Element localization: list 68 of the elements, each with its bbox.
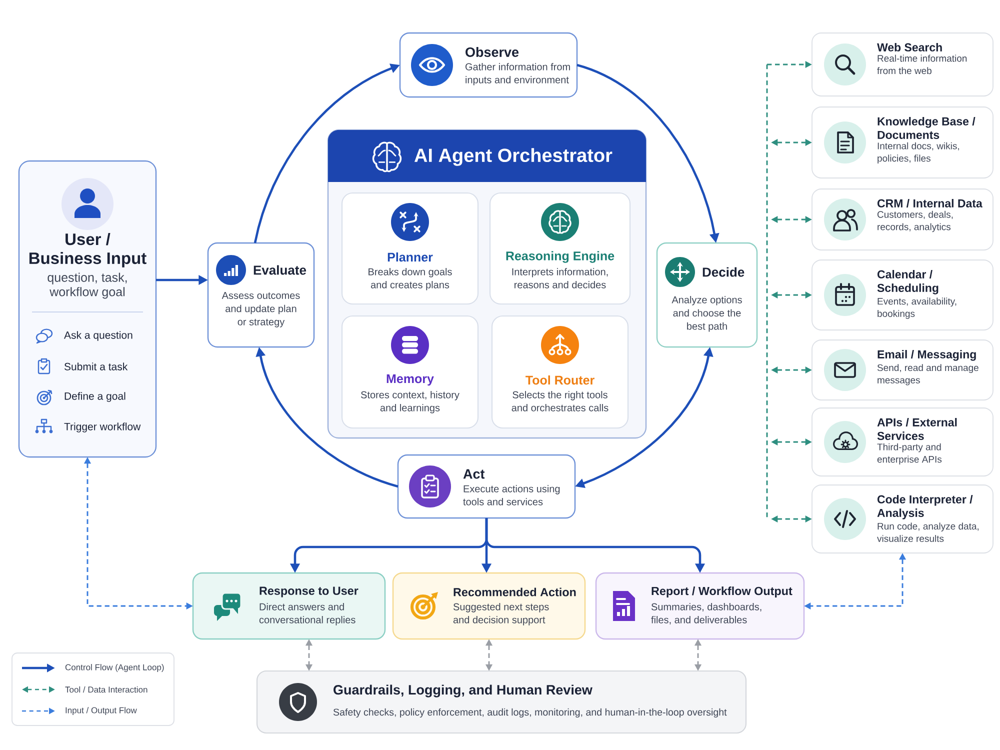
card-text: Stores context, history and learnings <box>361 391 460 414</box>
card-text: Summaries, dashboards, files, and deliverables <box>651 603 762 625</box>
card-title: Response to User <box>260 586 358 598</box>
module-card <box>489 192 631 305</box>
step-card <box>397 454 576 519</box>
input-panel <box>18 160 157 458</box>
card-title: Planner <box>388 252 433 262</box>
card-text: Assess outcomes and update plan or strategy <box>222 292 300 328</box>
panel-subtitle: question, task, workflow goal <box>48 272 127 299</box>
card-text: Run code, analyze data, visualize results <box>877 522 979 542</box>
output-card <box>595 572 805 640</box>
card-title: Calendar / Scheduling <box>877 270 938 294</box>
tool-card <box>812 32 994 96</box>
card-title: APIs / External Services <box>877 418 957 440</box>
step-card <box>656 242 758 348</box>
card-text: Selects the right tools and orchestrates calls <box>512 391 608 412</box>
list-item: Ask a question <box>64 331 132 341</box>
list-item: Trigger workflow <box>64 422 141 432</box>
card-title: Knowledge Base / Documents <box>878 116 976 139</box>
card-title: Reasoning Engine <box>506 251 614 263</box>
card-text: Customers, deals, records, analytics <box>878 210 953 232</box>
legend-label: Control Flow (Agent Loop) <box>65 664 164 672</box>
card-title: Email / Messaging <box>878 350 976 361</box>
review-panel <box>256 670 747 734</box>
output-card <box>392 572 586 640</box>
card-text: Safety checks, policy enforcement, audit logs, monitoring, and human-in-the-loop oversight <box>333 708 727 718</box>
card-title: CRM / Internal Data <box>878 198 982 208</box>
tool-card <box>812 484 994 554</box>
card-text: Suggested next steps and decision support <box>453 603 549 626</box>
step-card <box>207 242 315 348</box>
card-text: Real-time information from the web <box>877 54 967 74</box>
card-text: Analyze options and choose the best path <box>672 296 742 332</box>
panel-title: AI Agent Orchestrator <box>414 148 612 166</box>
tool-card <box>812 106 994 178</box>
card-title: Evaluate <box>254 265 306 275</box>
module-card <box>341 315 479 429</box>
panel-title: User / Business Input <box>29 233 146 268</box>
card-title: Observe <box>466 47 519 57</box>
card-title: Report / Workflow Output <box>652 586 792 598</box>
tool-card <box>812 188 994 250</box>
legend-label: Tool / Data Interaction <box>65 686 148 693</box>
module-card <box>341 192 479 305</box>
card-text: Execute actions using tools and services <box>463 485 560 506</box>
card-title: Act <box>463 469 485 479</box>
step-card <box>399 32 578 98</box>
card-title: Guardrails, Logging, and Human Review <box>334 684 592 698</box>
card-title: Recommended Action <box>454 588 576 596</box>
card-title: Web Search <box>877 42 942 52</box>
card-text: Breaks down goals and creates plans <box>368 268 452 290</box>
card-text: Gather information from inputs and environment <box>466 63 570 86</box>
tool-card <box>812 260 994 330</box>
list-item: Submit a task <box>64 362 128 370</box>
tool-card <box>812 340 994 400</box>
card-text: Events, availability, bookings <box>878 298 956 319</box>
card-text: Interprets information, reasons and decides <box>512 268 608 288</box>
card-title: Memory <box>386 374 434 386</box>
output-card <box>192 572 386 640</box>
card-text: Third-party and enterprise APIs <box>877 443 942 465</box>
module-card <box>491 315 629 429</box>
list-item: Define a goal <box>64 392 126 402</box>
card-text: Direct answers and conversational replies <box>259 603 356 626</box>
card-title: Decide <box>702 267 744 277</box>
legend-label: Input / Output Flow <box>66 707 137 715</box>
card-title: Code Interpreter / Analysis <box>877 494 973 520</box>
card-text: Internal docs, wikis, policies, files <box>878 142 959 164</box>
tool-card <box>812 408 994 476</box>
card-text: Send, read and manage messages <box>877 364 978 386</box>
card-title: Tool Router <box>526 375 594 385</box>
